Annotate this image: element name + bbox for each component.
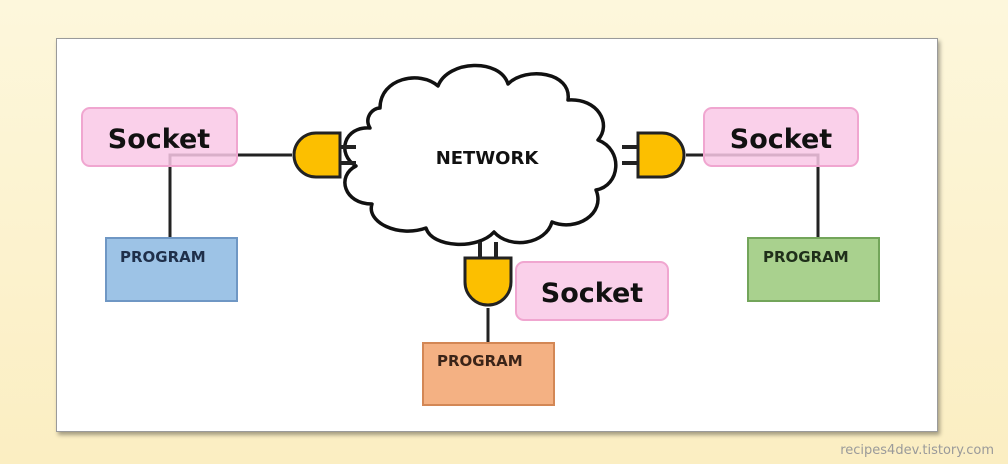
program-bottom-box bbox=[422, 342, 555, 406]
cloud-icon bbox=[343, 63, 618, 246]
program-left: PROGRAM bbox=[105, 237, 238, 302]
socket-left-label: Socket bbox=[108, 124, 211, 155]
plug-bottom-icon bbox=[463, 242, 513, 307]
socket-right-box bbox=[703, 107, 859, 167]
program-left-label: PROGRAM bbox=[120, 248, 206, 266]
program-right-box bbox=[747, 237, 880, 302]
socket-right: Socket bbox=[703, 107, 859, 167]
plug-left-icon bbox=[292, 131, 356, 179]
socket-bottom: Socket bbox=[515, 261, 669, 321]
network-cloud: NETWORK bbox=[343, 63, 618, 246]
program-left-box bbox=[105, 237, 238, 302]
plug-right-icon bbox=[622, 131, 686, 179]
socket-left-box bbox=[81, 107, 238, 167]
socket-left: Socket bbox=[81, 107, 238, 167]
program-right-label: PROGRAM bbox=[763, 248, 849, 266]
program-right: PROGRAM bbox=[747, 237, 880, 302]
socket-right-label: Socket bbox=[730, 124, 833, 155]
line-left-program bbox=[168, 153, 235, 238]
socket-bottom-box bbox=[515, 261, 669, 321]
watermark: recipes4dev.tistory.com bbox=[840, 443, 994, 458]
line-right-program bbox=[740, 153, 820, 238]
network-label: NETWORK bbox=[436, 148, 540, 169]
socket-bottom-label: Socket bbox=[541, 278, 644, 309]
program-bottom: PROGRAM bbox=[422, 342, 555, 406]
program-bottom-label: PROGRAM bbox=[437, 352, 523, 370]
